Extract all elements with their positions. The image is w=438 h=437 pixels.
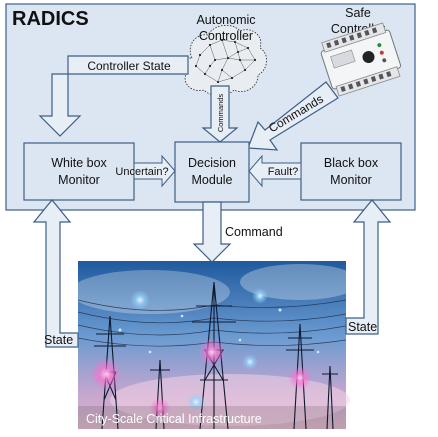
infrastructure-caption: City-Scale Critical Infrastructure bbox=[86, 412, 262, 426]
controller-state-label: Controller State bbox=[87, 59, 171, 73]
black-box-monitor-line2: Monitor bbox=[330, 173, 372, 187]
state-left-label: State bbox=[44, 333, 73, 347]
command-down-arrow bbox=[192, 201, 232, 263]
command-label: Command bbox=[225, 225, 283, 239]
safe-label-line1: Safe bbox=[345, 6, 371, 20]
state-right-label: State bbox=[348, 320, 377, 334]
decision-module-line1: Decision bbox=[188, 156, 236, 170]
black-box-monitor bbox=[300, 142, 402, 201]
uncertain-label: Uncertain? bbox=[115, 166, 168, 178]
white-box-monitor bbox=[23, 142, 135, 201]
fault-arrow bbox=[248, 154, 302, 188]
state-left-arrow bbox=[32, 199, 79, 348]
black-box-monitor-line1: Black box bbox=[324, 156, 379, 170]
white-box-monitor-line2: Monitor bbox=[58, 173, 100, 187]
white-box-monitor-line1: White box bbox=[51, 156, 107, 170]
autonomic-label-line2: Controller bbox=[199, 29, 253, 43]
brain-network-icon bbox=[181, 25, 267, 97]
radics-title: RADICS bbox=[12, 8, 89, 30]
decision-module-line2: Module bbox=[192, 173, 233, 187]
autonomic-label-line1: Autonomic bbox=[196, 13, 255, 27]
state-right-arrow bbox=[345, 199, 392, 335]
uncertain-arrow bbox=[133, 154, 176, 188]
decision-module bbox=[174, 141, 250, 203]
commands-vertical-label: Commands bbox=[216, 94, 225, 133]
power-pylon-photo bbox=[70, 261, 360, 430]
fault-label: Fault? bbox=[268, 166, 299, 178]
commands-vertical-arrow bbox=[201, 85, 239, 143]
commands-diagonal-arrow bbox=[247, 81, 339, 151]
controller-state-arrow bbox=[38, 55, 189, 137]
plc-controller-icon bbox=[320, 22, 402, 97]
